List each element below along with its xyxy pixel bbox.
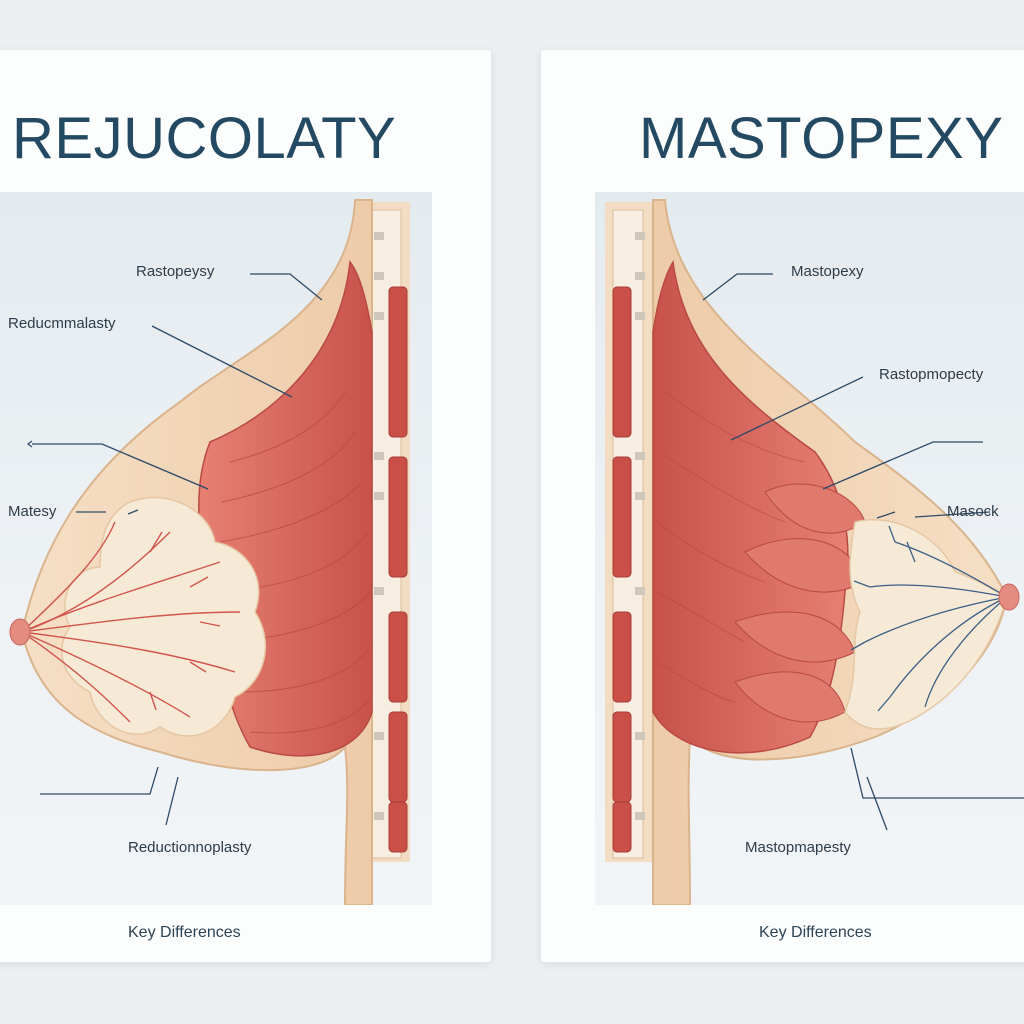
mastopexy-card: MASTOPEXY — [541, 50, 1024, 962]
label-mastopmapesty: Mastopmapesty — [745, 839, 851, 856]
left-diagram-panel: Rastopeysy Reducmmalasty Matesy Reductio… — [0, 192, 432, 941]
label-mastopexy: Mastopexy — [791, 263, 864, 280]
right-diagram-panel: Mastopexy Rastopmopecty Masock Mastopmap… — [595, 192, 1024, 941]
label-rastopeysy: Rastopeysy — [136, 263, 215, 280]
nipple — [9, 618, 31, 646]
bone-texture — [635, 232, 645, 820]
bone-texture — [374, 232, 384, 820]
left-footer: Key Differences — [128, 924, 241, 941]
reduction-card: REJUCOLATY — [0, 50, 491, 962]
right-anatomy-illustration — [605, 199, 1024, 905]
right-title: MASTOPEXY — [639, 106, 1004, 171]
muscle-fibers — [656, 391, 806, 703]
mammary-gland — [844, 519, 1008, 730]
label-masock: Masock — [947, 503, 999, 520]
muscle-lobes — [734, 483, 866, 723]
label-reducmmalasty: Reducmmalasty — [8, 315, 116, 332]
leader-lines — [32, 273, 323, 826]
rib-muscle-segments — [388, 286, 408, 853]
ducts-red — [21, 521, 241, 723]
left-anatomy-illustration — [9, 199, 410, 905]
left-title: REJUCOLATY — [12, 106, 397, 171]
label-matesy: Matesy — [8, 503, 57, 520]
label-reductionnoplasty: Reductionnoplasty — [128, 839, 252, 856]
leader-lines — [702, 273, 1024, 831]
ducts-blue — [850, 525, 1008, 712]
label-rastopmopecty: Rastopmopecty — [879, 366, 984, 383]
rib-muscle-segments — [612, 286, 632, 853]
muscle-fibers — [219, 391, 371, 734]
nipple — [998, 583, 1020, 611]
right-footer: Key Differences — [759, 924, 872, 941]
